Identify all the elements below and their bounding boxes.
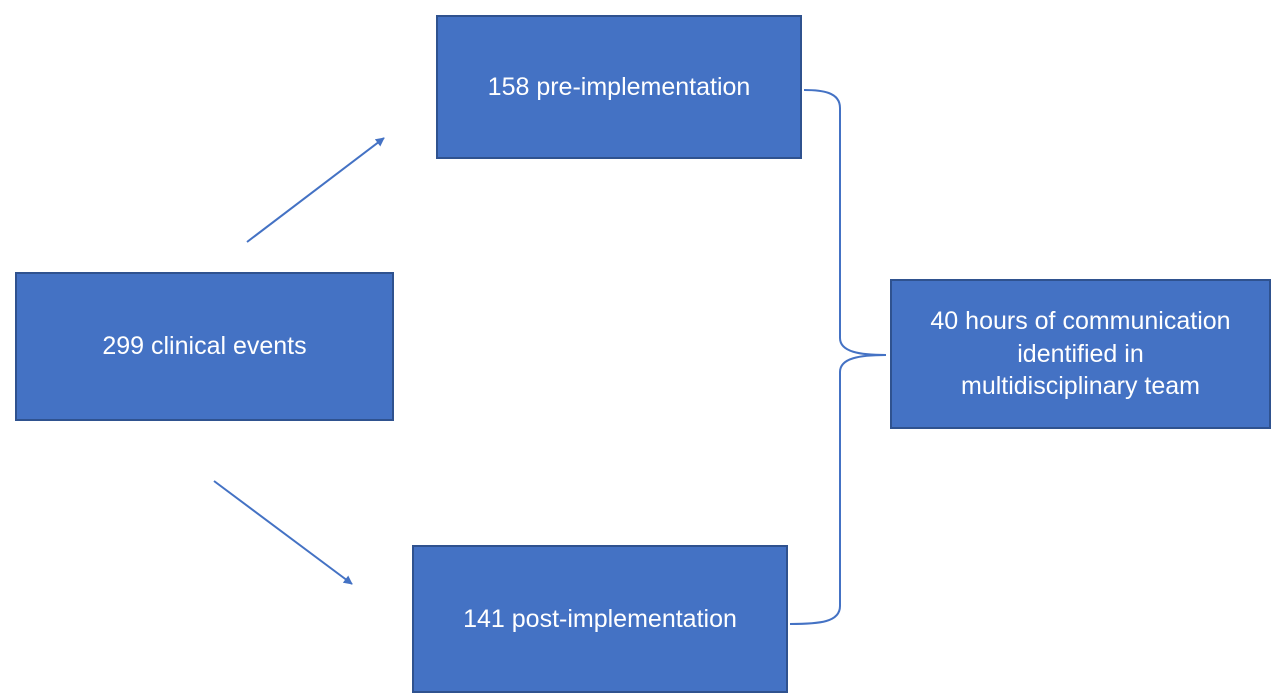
right-brace <box>789 89 887 625</box>
clinical-events-box: 299 clinical events <box>15 272 394 421</box>
arrow-to-post <box>213 480 353 585</box>
result-line-3: multidisciplinary team <box>961 372 1200 401</box>
post-implementation-label: 141 post-implementation <box>463 604 737 633</box>
result-line-1: 40 hours of communication <box>930 307 1231 336</box>
pre-implementation-label: 158 pre-implementation <box>487 72 751 101</box>
arrow-to-pre <box>246 137 385 243</box>
pre-implementation-box: 158 pre-implementation <box>436 15 802 159</box>
communication-hours-box: 40 hours of communication identified in … <box>890 279 1271 429</box>
communication-hours-text: 40 hours of communication identified in … <box>930 305 1230 403</box>
clinical-events-label: 299 clinical events <box>102 332 307 361</box>
result-line-2: identified in <box>1017 339 1144 368</box>
post-implementation-box: 141 post-implementation <box>412 545 788 693</box>
